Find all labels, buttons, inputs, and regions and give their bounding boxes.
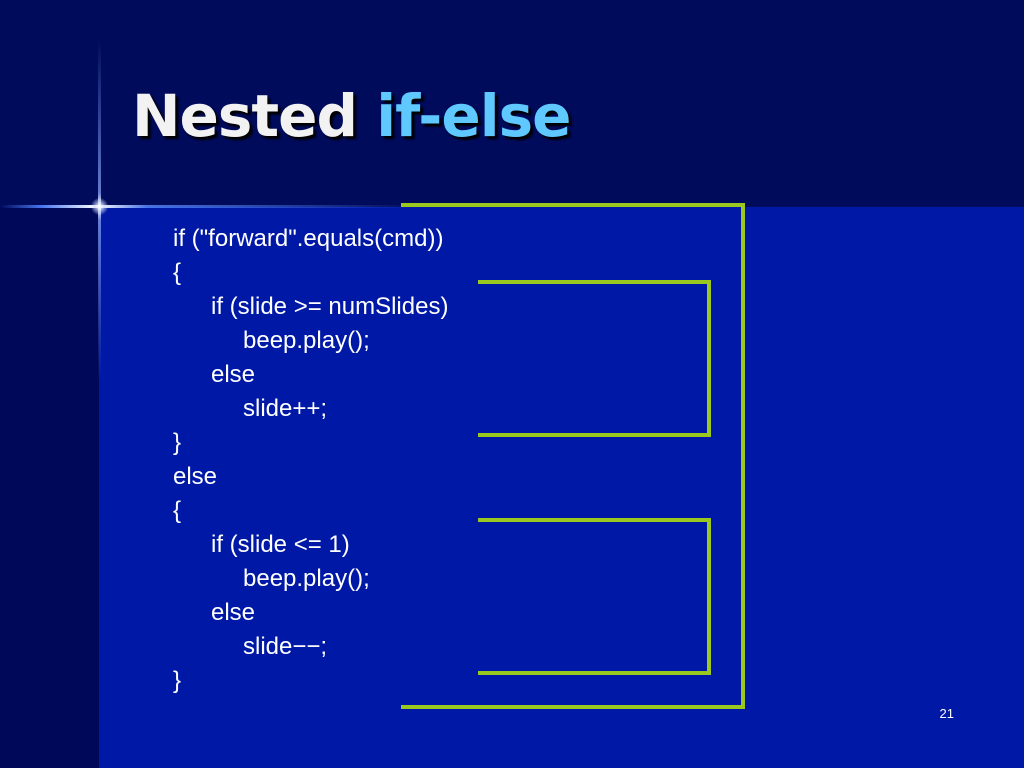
bracket-outer (401, 203, 745, 709)
code-line: beep.play(); (243, 565, 370, 592)
slide-title-plain: Nested (132, 82, 377, 150)
code-line: slide−−; (243, 633, 328, 660)
code-line: { (173, 259, 182, 286)
code-line: } (173, 429, 182, 456)
code-line: if (slide <= 1) (211, 531, 350, 558)
code-line: else (211, 599, 256, 626)
code-line: else (211, 361, 256, 388)
code-line: if ("forward".equals(cmd)) (173, 225, 444, 252)
code-line: slide++; (243, 395, 328, 422)
code-line: else (173, 463, 218, 490)
background-left-band (0, 207, 99, 768)
sparkle-horizontal-ray (0, 205, 420, 208)
background-top-band (0, 0, 1024, 207)
bracket-inner-forward (478, 280, 711, 437)
code-line: beep.play(); (243, 327, 370, 354)
slide-title-accent: if-else (376, 82, 571, 150)
slide-title: Nested if-else (132, 80, 571, 152)
code-block: if ("forward".equals(cmd)) { if (slide >= … (173, 222, 448, 698)
bracket-inner-backward (478, 518, 711, 675)
sparkle-star-icon (91, 198, 108, 215)
code-line: { (173, 497, 182, 524)
code-line: } (173, 667, 182, 694)
code-line: if (slide >= numSlides) (211, 293, 449, 320)
page-number: 21 (939, 706, 954, 721)
